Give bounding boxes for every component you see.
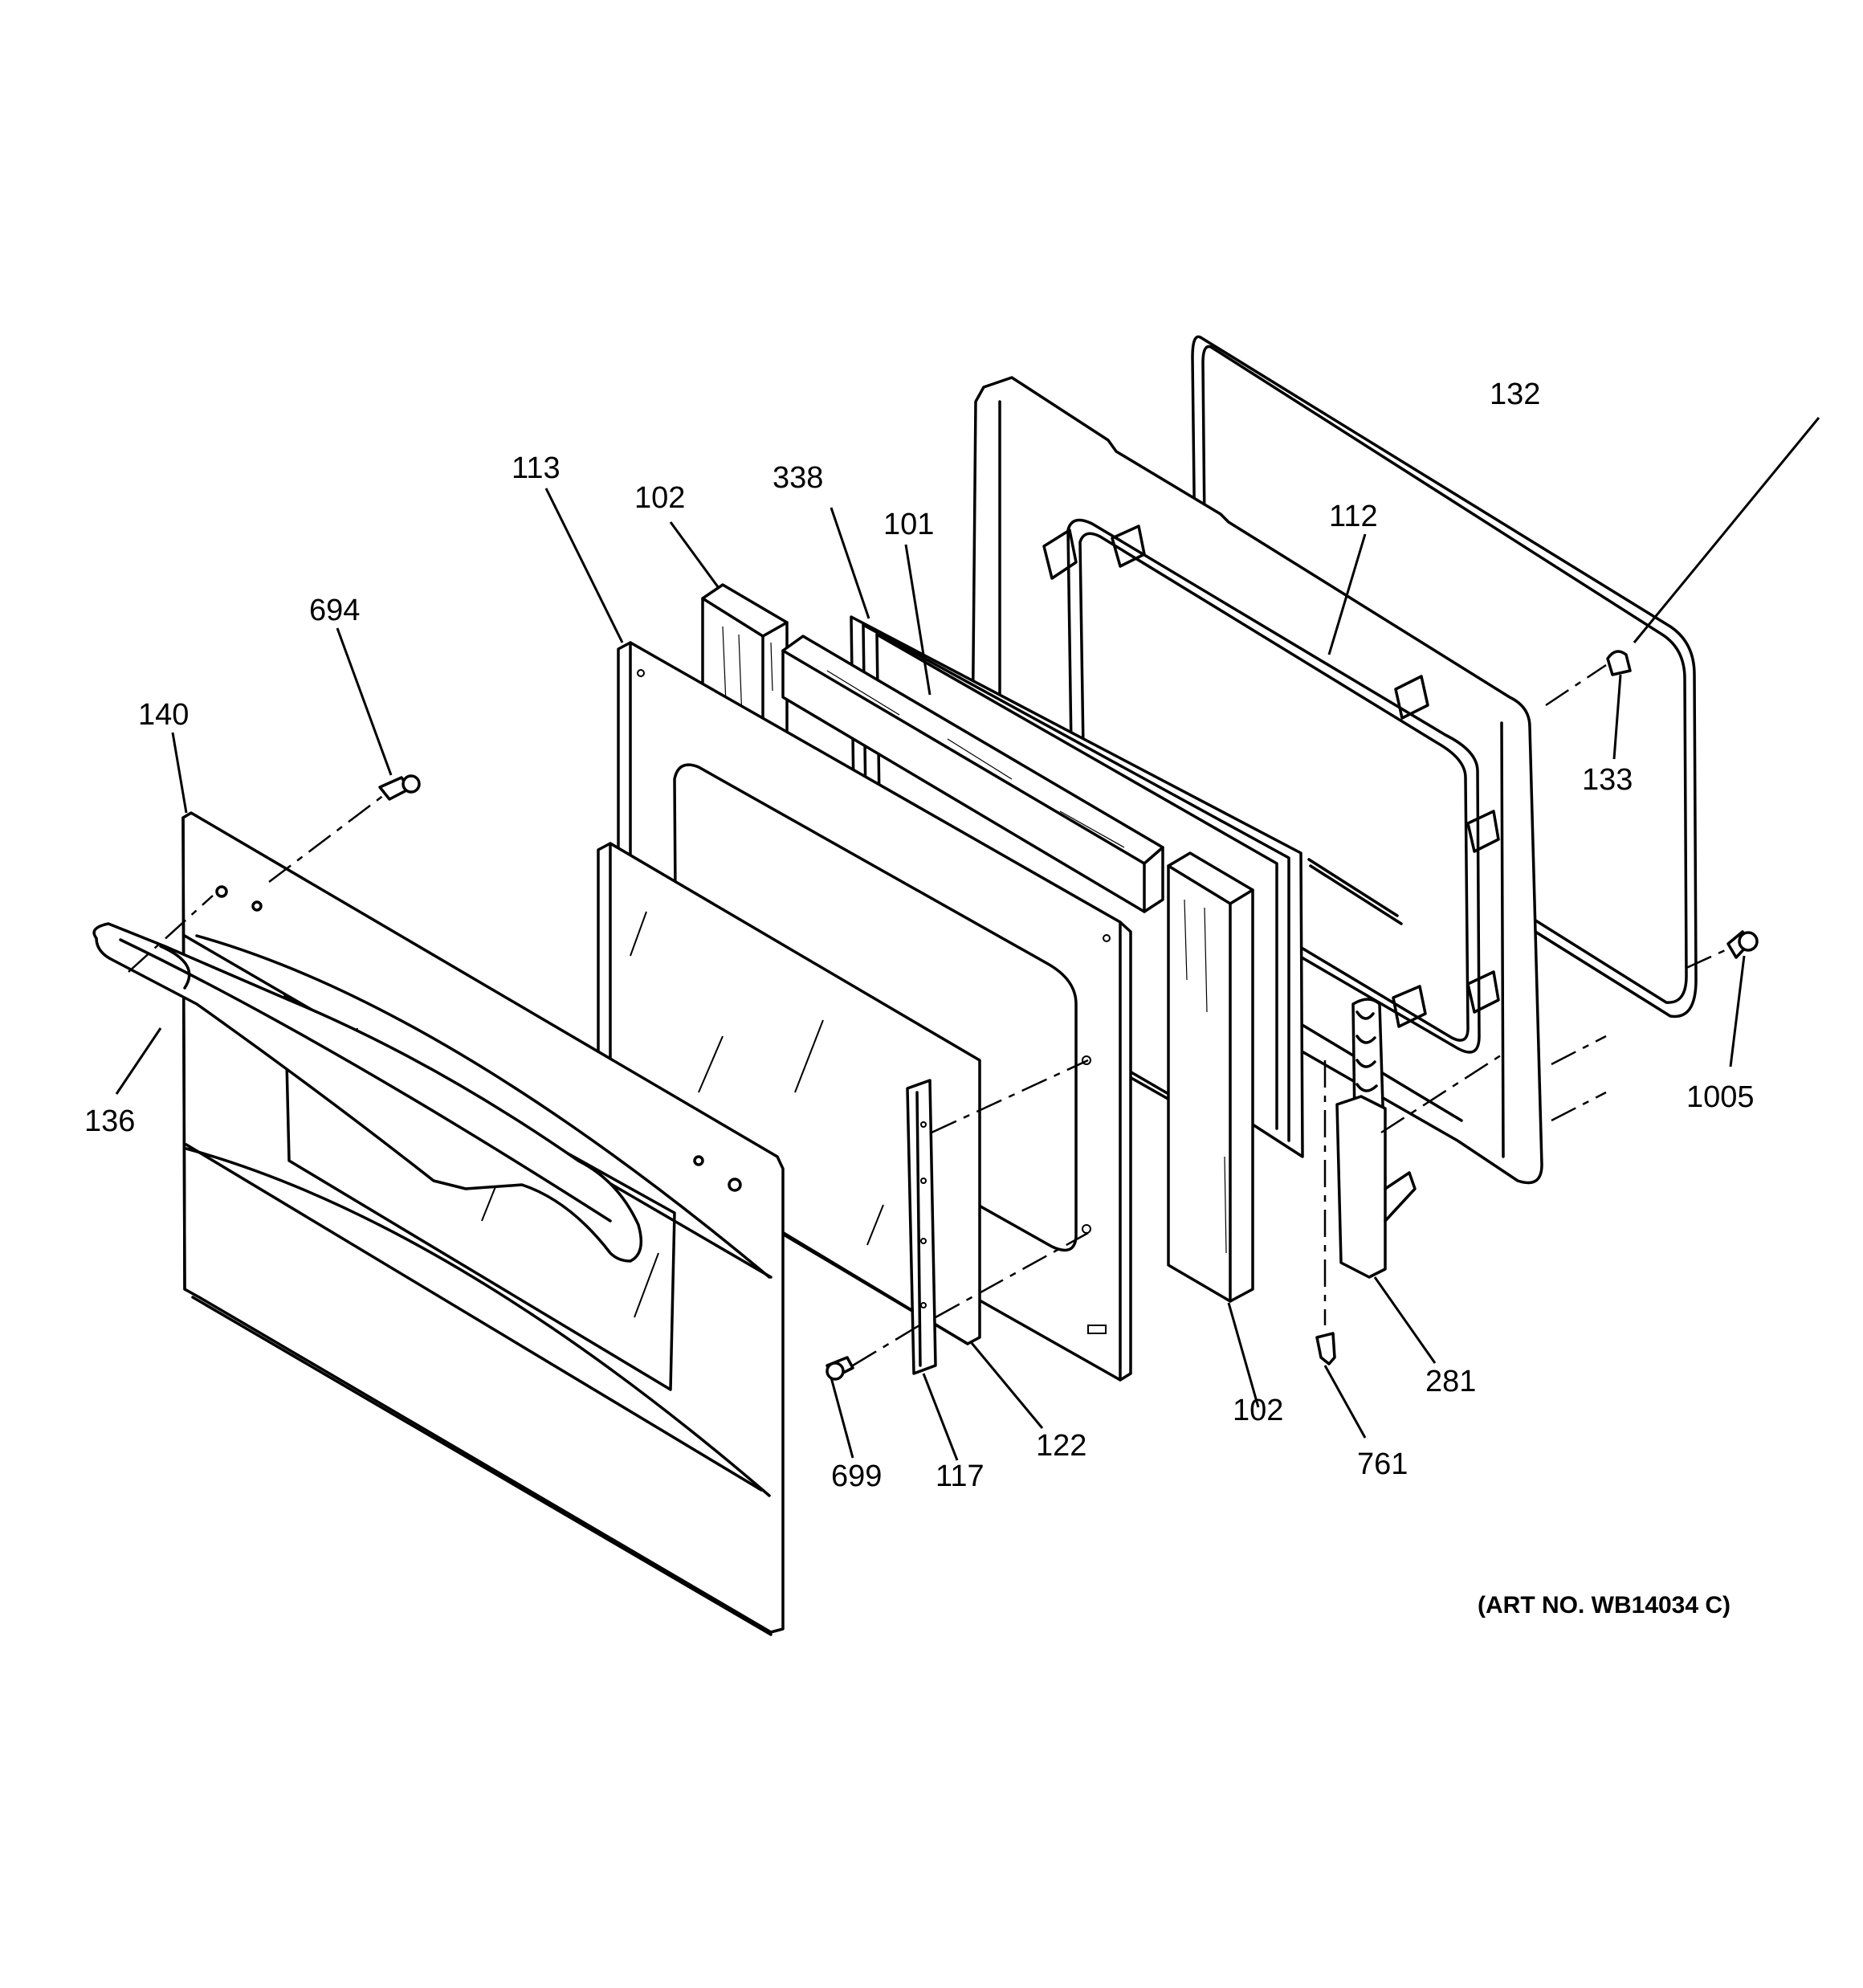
callout-132: 132	[1490, 378, 1540, 411]
part-1005-screw	[1726, 930, 1759, 959]
part-761-screw	[1315, 1332, 1336, 1365]
alignment-lines	[128, 663, 1731, 1367]
callout-112: 112	[1329, 500, 1378, 533]
callout-136: 136	[84, 1104, 135, 1138]
callout-694: 694	[309, 594, 360, 627]
callout-122: 122	[1036, 1429, 1086, 1463]
callout-140: 140	[138, 698, 189, 732]
part-117-hinge-bracket	[906, 1079, 937, 1375]
part-699-screw	[826, 1356, 854, 1381]
callout-102-top: 102	[634, 481, 685, 515]
part-133-bumper	[1606, 650, 1632, 676]
part-102-insulation-bottom	[1167, 851, 1254, 1303]
callout-1005: 1005	[1686, 1080, 1755, 1114]
part-132-door-gasket	[1191, 335, 1698, 1018]
part-140-outer-door	[181, 811, 785, 1636]
callout-338: 338	[773, 461, 823, 495]
callout-281: 281	[1425, 1365, 1476, 1398]
leader-lines	[115, 417, 1820, 1461]
art-number: (ART NO. WB14034 C)	[1478, 1592, 1731, 1619]
part-694-screw	[378, 774, 421, 801]
callout-113: 113	[512, 451, 561, 485]
part-281-hinge	[1335, 998, 1417, 1279]
callout-761: 761	[1357, 1447, 1408, 1481]
callout-117: 117	[936, 1459, 984, 1493]
callout-133: 133	[1582, 763, 1633, 797]
callout-102-bottom: 102	[1233, 1394, 1283, 1427]
callout-101: 101	[883, 508, 934, 541]
part-112-inner-door-liner	[970, 376, 1543, 1185]
part-102-insulation-horizontal	[781, 635, 1164, 913]
callout-labels: 132 112 113 102 338 101 694 140 133 136 …	[84, 378, 1755, 1493]
part-136-door-handle	[92, 922, 643, 1263]
callout-699: 699	[831, 1459, 882, 1493]
